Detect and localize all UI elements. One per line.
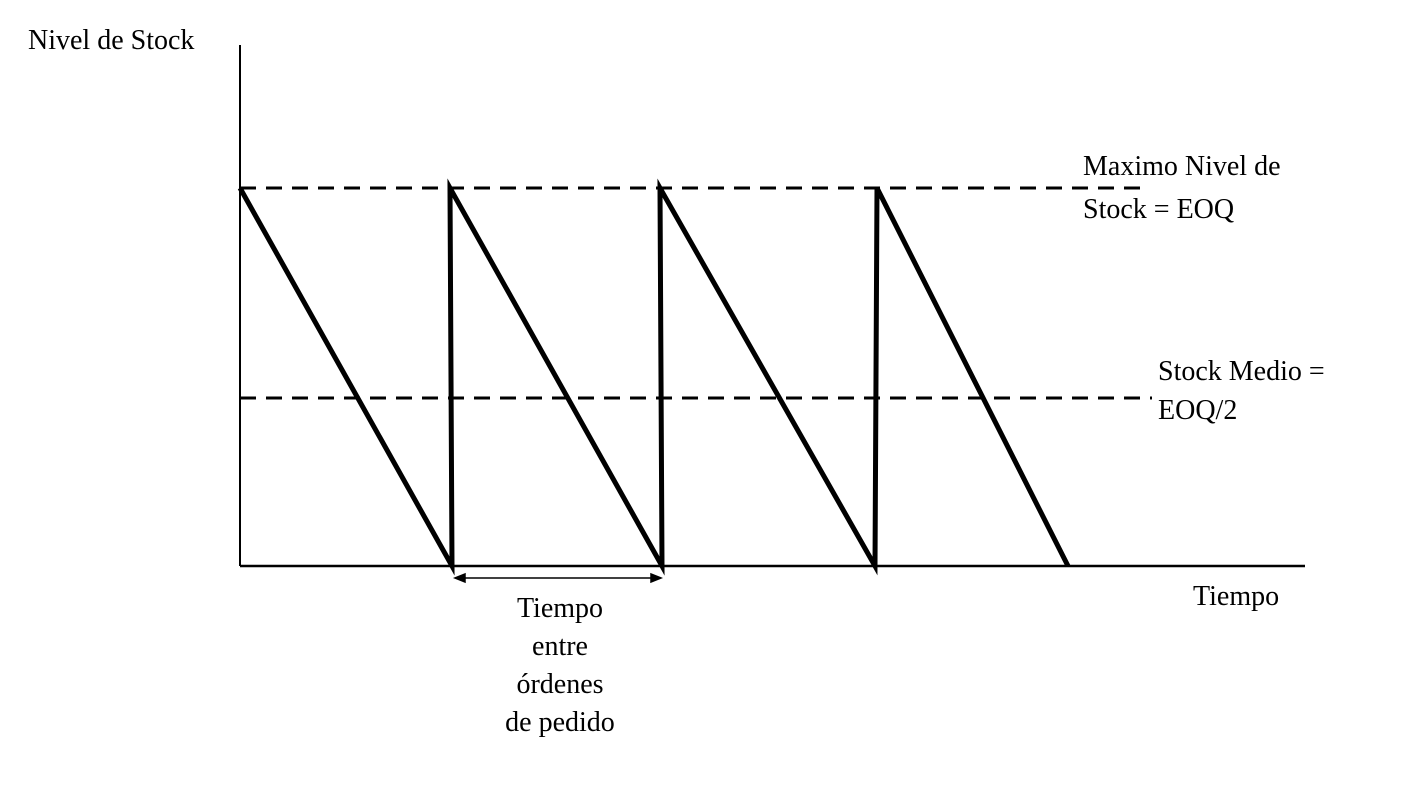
order-interval-label-line: de pedido (505, 707, 615, 738)
y-axis-label: Nivel de Stock (28, 25, 195, 56)
order-interval-label-line: entre (532, 631, 588, 662)
avg-level-label-line2: EOQ/2 (1158, 395, 1238, 426)
max-level-label-line1: Maximo Nivel de (1083, 151, 1281, 182)
order-interval-label: Tiempo entre órdenes de pedido (460, 590, 660, 742)
inventory-sawtooth-line (237, 178, 1071, 576)
max-level-label-line2: Stock = EOQ (1083, 194, 1235, 225)
x-axis-label: Tiempo (1193, 581, 1280, 612)
avg-level-label-line1: Stock Medio = (1158, 356, 1325, 387)
order-interval-label-line: Tiempo (516, 593, 604, 624)
order-interval-arrow (452, 572, 664, 584)
order-interval-label-line: órdenes (516, 669, 604, 700)
